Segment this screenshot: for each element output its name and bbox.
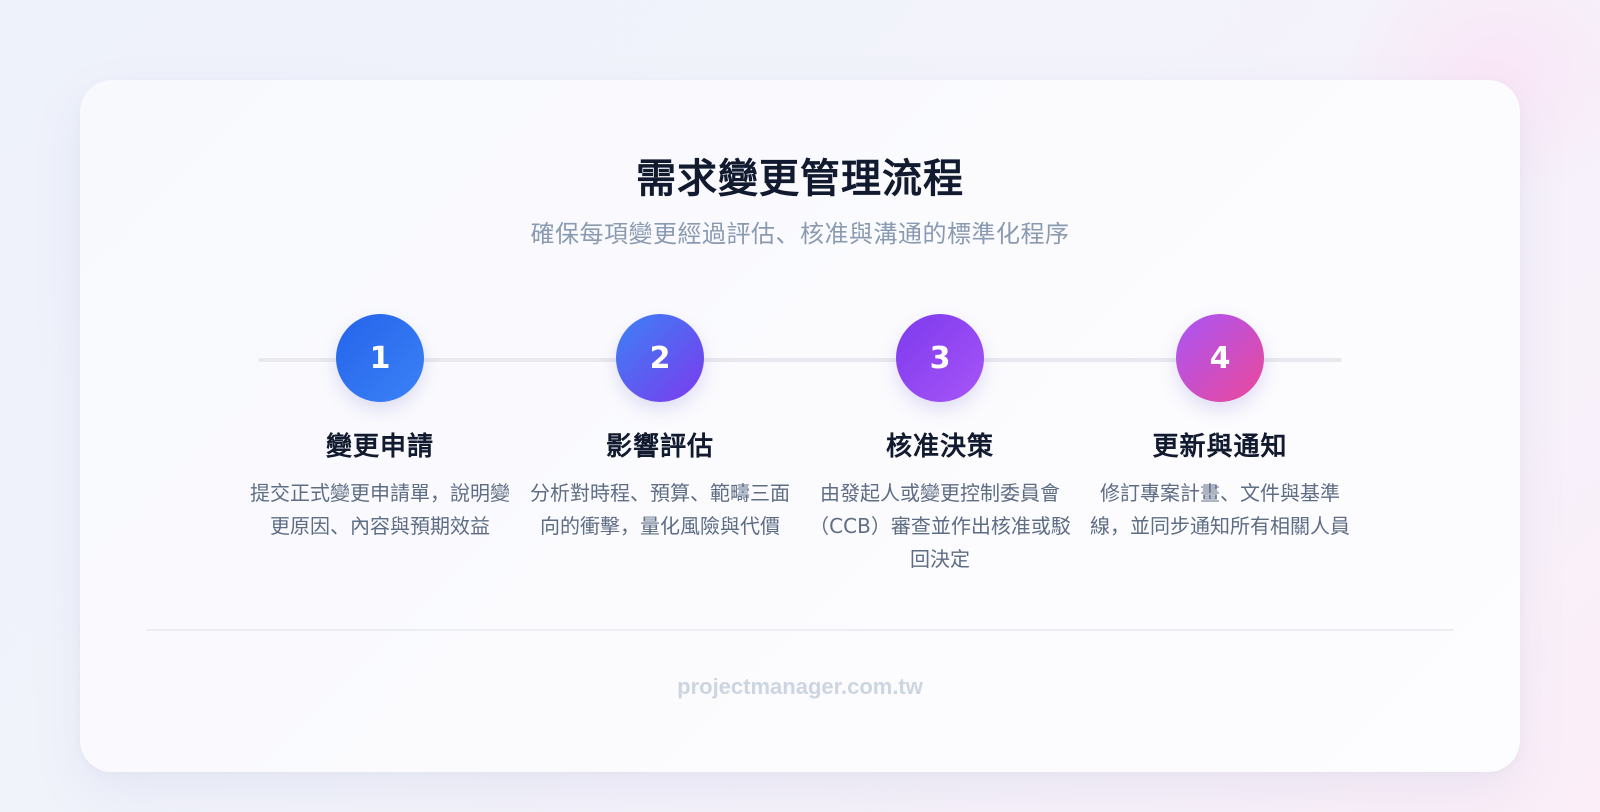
step-number: 1 <box>369 340 391 376</box>
step-1: 1 變更申請 提交正式變更申請單，說明變更原因、內容與預期效益 <box>245 314 515 543</box>
step-description: 分析對時程、預算、範疇三面向的衝擊，量化風險與代價 <box>530 481 790 538</box>
step-title: 影響評估 <box>605 432 714 462</box>
step-description: 修訂專案計畫、文件與基準線，並同步通知所有相關人員 <box>1090 481 1350 538</box>
page-title: 需求變更管理流程 <box>636 156 964 202</box>
step-title: 核准決策 <box>885 432 994 462</box>
step-3: 3 核准決策 由發起人或變更控制委員會（CCB）審查並作出核准或駁回決定 <box>805 314 1075 576</box>
step-title: 更新與通知 <box>1152 432 1288 462</box>
step-2: 2 影響評估 分析對時程、預算、範疇三面向的衝擊，量化風險與代價 <box>525 314 795 543</box>
step-number-badge: 2 <box>616 314 704 402</box>
step-title: 變更申請 <box>325 432 434 462</box>
step-description: 由發起人或變更控制委員會（CCB）審查並作出核准或駁回決定 <box>809 481 1071 571</box>
step-number: 2 <box>649 340 671 376</box>
process-card: 需求變更管理流程 確保每項變更經過評估、核准與溝通的標準化程序 1 變更申請 提… <box>80 80 1520 772</box>
step-4: 4 更新與通知 修訂專案計畫、文件與基準線，並同步通知所有相關人員 <box>1085 314 1355 543</box>
step-description: 提交正式變更申請單，說明變更原因、內容與預期效益 <box>250 481 510 538</box>
step-number: 3 <box>929 340 951 376</box>
footer-divider <box>146 629 1454 631</box>
process-timeline: 1 變更申請 提交正式變更申請單，說明變更原因、內容與預期效益 2 影響評估 分… <box>80 80 1520 772</box>
step-number-badge: 3 <box>896 314 984 402</box>
footer-site-url: projectmanager.com.tw <box>677 674 923 699</box>
page-subtitle: 確保每項變更經過評估、核准與溝通的標準化程序 <box>530 220 1070 248</box>
step-number-badge: 1 <box>336 314 424 402</box>
step-number: 4 <box>1209 340 1231 376</box>
step-number-badge: 4 <box>1176 314 1264 402</box>
timeline-connector-line <box>258 358 1342 362</box>
